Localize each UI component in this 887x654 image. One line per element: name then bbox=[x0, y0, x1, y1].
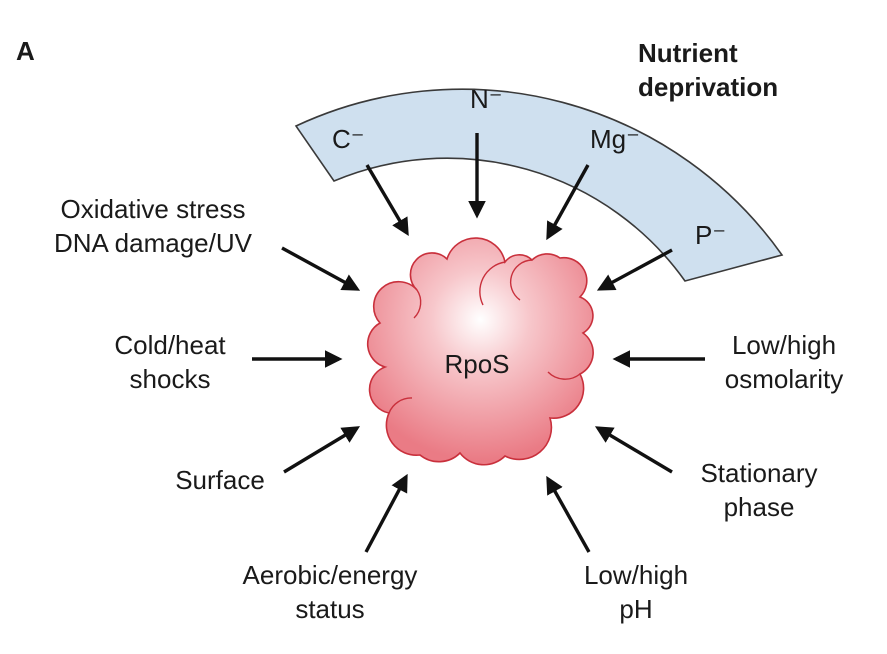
low-high-ph-label: Low/high bbox=[584, 560, 688, 590]
surface-label: Surface bbox=[175, 465, 265, 495]
carbon-arrow bbox=[365, 164, 409, 237]
stationary-arrow bbox=[594, 426, 673, 474]
magnesium-arrow bbox=[546, 164, 590, 241]
dna-damage-label: DNA damage/UV bbox=[54, 228, 253, 258]
panel-letter: A bbox=[16, 36, 35, 66]
magnesium-label: Mg⁻ bbox=[590, 124, 640, 154]
aerobic-arrow bbox=[364, 473, 408, 553]
phosphorus-arrow bbox=[596, 248, 673, 291]
low-high-osmolarity-label: Low/high bbox=[732, 330, 836, 360]
cold-heat-label: Cold/heat bbox=[114, 330, 226, 360]
nutrient-title-line1: Nutrient bbox=[638, 38, 738, 68]
phosphorus-label: P⁻ bbox=[695, 220, 726, 250]
ph-label: pH bbox=[619, 594, 652, 624]
oxidative-stress-label: Oxidative stress bbox=[61, 194, 246, 224]
shocks-label: shocks bbox=[130, 364, 211, 394]
nutrient-deprivation-band bbox=[294, 88, 784, 282]
status-label: status bbox=[295, 594, 364, 624]
osmolarity-label: osmolarity bbox=[725, 364, 843, 394]
rpos-blob bbox=[366, 237, 594, 466]
rpos-label: RpoS bbox=[444, 349, 509, 379]
ph-arrow bbox=[546, 475, 591, 553]
phase-label: phase bbox=[724, 492, 795, 522]
surface-arrow bbox=[283, 426, 361, 474]
nitrogen-label: N⁻ bbox=[470, 84, 503, 114]
aerobic-energy-label: Aerobic/energy bbox=[243, 560, 418, 590]
nutrient-title-line2: deprivation bbox=[638, 72, 778, 102]
oxidative-arrow bbox=[281, 246, 361, 291]
carbon-label: C⁻ bbox=[332, 124, 365, 154]
stationary-label: Stationary bbox=[700, 458, 817, 488]
